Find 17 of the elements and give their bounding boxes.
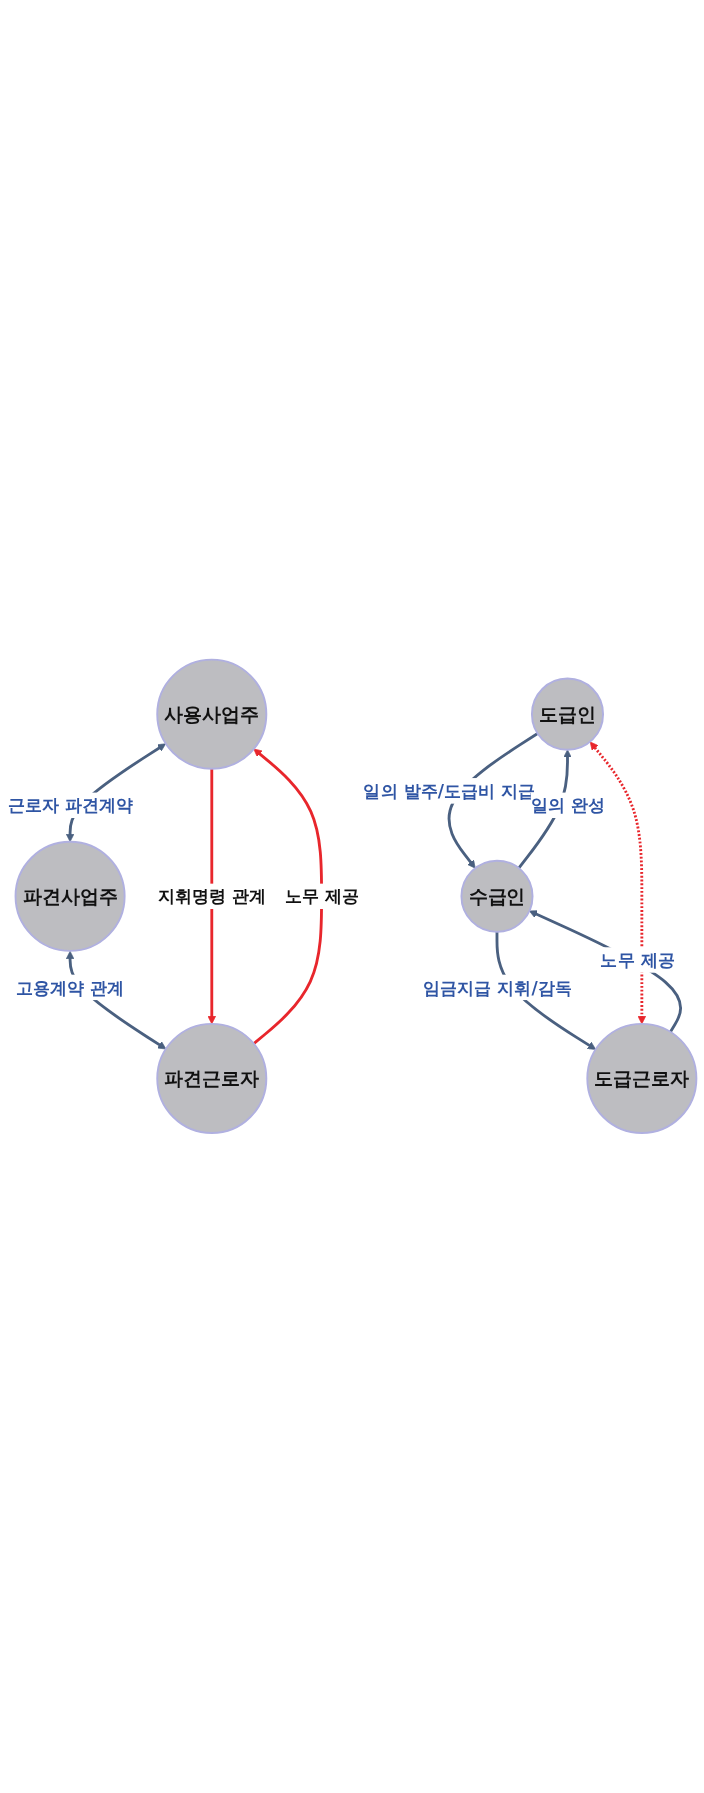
edge-label: 노무 제공 [284, 886, 359, 907]
node-circle: 파견근로자 [156, 1023, 268, 1135]
node-circle: 도급인 [530, 677, 605, 751]
node-circle: 파견사업주 [14, 841, 126, 952]
arrow [252, 748, 323, 1045]
edge-label: 노무 제공 [600, 950, 675, 971]
edge-label: 임금지급 지휘/감독 [423, 977, 572, 998]
node-circle: 도급근로자 [586, 1023, 698, 1135]
edge-label: 고용계약 관계 [16, 977, 125, 998]
edge-label: 근로자 파견계약 [7, 795, 134, 816]
edge-label: 일의 완성 [530, 795, 605, 816]
arrow [529, 910, 682, 1033]
edge-label: 지휘명령 관계 [157, 886, 267, 907]
node-circle: 수급인 [460, 859, 534, 934]
arrow [589, 741, 647, 1025]
node-circle: 사용사업주 [156, 658, 268, 770]
arrow [207, 768, 216, 1025]
